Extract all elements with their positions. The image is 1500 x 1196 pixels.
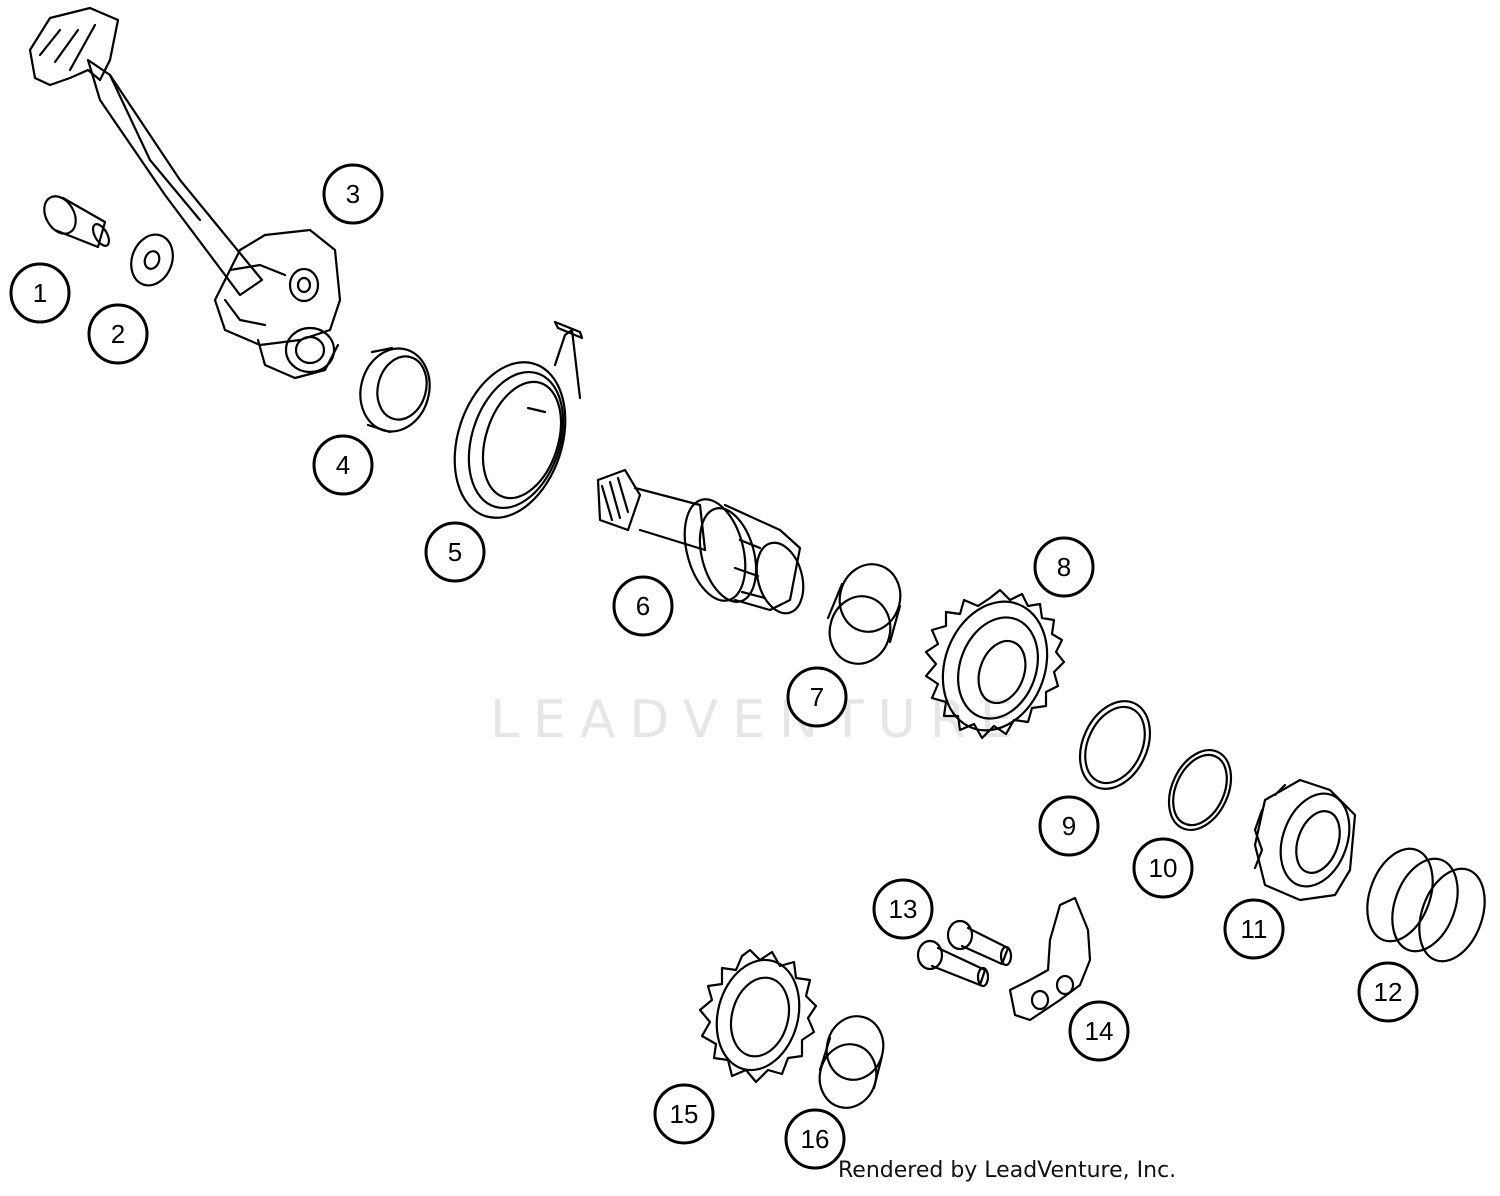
part-9-washer xyxy=(1078,700,1152,790)
callout-7-circle xyxy=(786,666,848,728)
callout-16-label: 16 xyxy=(801,1124,830,1154)
part-4-seal xyxy=(359,346,431,434)
callout-13-label: 13 xyxy=(889,894,918,924)
part-7-bushing xyxy=(826,563,902,665)
callout-14-circle xyxy=(1068,1000,1130,1062)
callout-11-circle xyxy=(1223,898,1285,960)
part-12-spring xyxy=(1366,847,1486,963)
callout-8-label: 8 xyxy=(1057,552,1071,582)
callout-2-circle xyxy=(87,303,149,365)
callout-1-circle xyxy=(9,262,71,324)
callout-7-label: 7 xyxy=(810,682,824,712)
callout-4-label: 4 xyxy=(336,450,350,480)
callout-15-label: 15 xyxy=(670,1099,699,1129)
part-6-shaft xyxy=(596,468,805,615)
part-3-kick-lever xyxy=(28,6,342,380)
callout-9-circle xyxy=(1038,795,1100,857)
callout-6-circle xyxy=(612,575,674,637)
part-2-washer xyxy=(130,233,174,287)
callout-15-circle xyxy=(653,1083,715,1145)
callout-1-label: 1 xyxy=(33,278,47,308)
callout-5-label: 5 xyxy=(448,537,462,567)
render-credit: Rendered by LeadVenture, Inc. xyxy=(838,1158,1177,1183)
callout-11-label: 11 xyxy=(1241,914,1268,944)
callout-3-label: 3 xyxy=(346,179,360,209)
part-15-gear xyxy=(698,948,818,1084)
callout-16-circle xyxy=(784,1108,846,1170)
part-8-gear xyxy=(924,588,1066,740)
part-1-pin xyxy=(43,195,111,249)
callout-8-circle xyxy=(1033,536,1095,598)
callout-10-circle xyxy=(1132,837,1194,899)
part-11-ratchet xyxy=(1253,778,1357,902)
callout-13-circle xyxy=(872,878,934,940)
callout-5-circle xyxy=(424,521,486,583)
part-10-circlip xyxy=(1167,749,1233,831)
callout-12-circle xyxy=(1357,961,1419,1023)
part-5-spring xyxy=(453,320,584,519)
callout-10-label: 10 xyxy=(1149,853,1178,883)
callout-9-label: 9 xyxy=(1062,811,1076,841)
callout-12-label: 12 xyxy=(1374,977,1403,1007)
part-14-guide xyxy=(1008,896,1092,1022)
callout-6-label: 6 xyxy=(636,591,650,621)
callout-14-label: 14 xyxy=(1085,1016,1114,1046)
leadventure-watermark: LEADVENTURE xyxy=(490,690,1027,750)
callout-4-circle xyxy=(312,434,374,496)
part-16-bushing xyxy=(818,1015,885,1109)
part-13-screws xyxy=(916,919,1013,988)
callout-3-circle xyxy=(322,163,384,225)
callout-2-label: 2 xyxy=(111,319,125,349)
